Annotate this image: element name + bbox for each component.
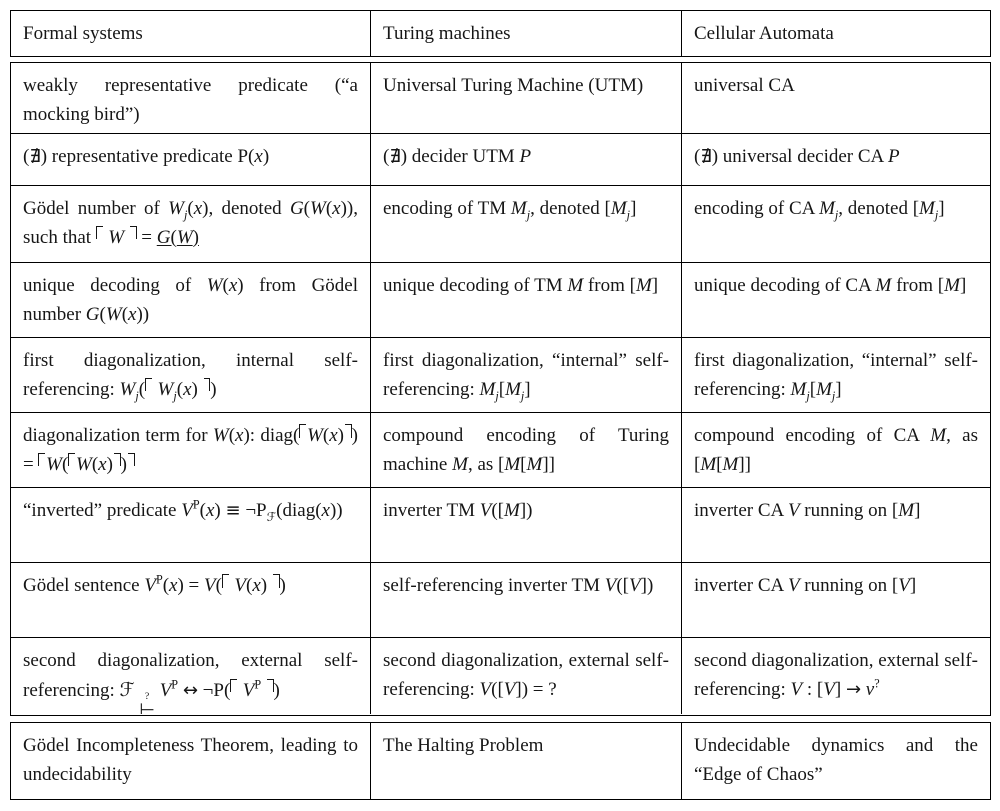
cell-cellular-automata: first diagonalization, “internal” self-r… xyxy=(682,337,990,412)
cell-formal-systems: weakly representative predicate (“a mock… xyxy=(11,63,371,133)
cell-formal-systems: Gödel number of Wj(x), denoted G(W(x)), … xyxy=(11,185,371,262)
table-row: second diagonalization, external self-re… xyxy=(11,637,990,714)
table-row: first diagonalization, internal self-ref… xyxy=(11,337,990,412)
cell-turing-machines: encoding of TM Mj, denoted [Mj] xyxy=(371,185,682,262)
cell-formal-systems: unique decoding of W(x) from Gödel numbe… xyxy=(11,262,371,337)
cell-formal-systems: diagonalization term for W(x): diag(W(x)… xyxy=(11,412,371,487)
cell-turing-machines: compound encoding of Turing machine M, a… xyxy=(371,412,682,487)
cell-cellular-automata: inverter CA V running on [M] xyxy=(682,487,990,562)
table-row: diagonalization term for W(x): diag(W(x)… xyxy=(11,412,990,487)
cell-turing-machines: (∄) decider UTM P xyxy=(371,133,682,185)
cell-formal-systems: Gödel sentence VP(x) = V( V(x) ) xyxy=(11,562,371,637)
table-body-section: weakly representative predicate (“a mock… xyxy=(10,62,991,716)
footer-row: Gödel Incompleteness Theorem, leading to… xyxy=(11,723,990,799)
cell-formal-systems: (∄) representative predicate P(x) xyxy=(11,133,371,185)
table-row: (∄) representative predicate P(x) (∄) de… xyxy=(11,133,990,185)
cell-turing-machines: first diagonalization, “internal” self-r… xyxy=(371,337,682,412)
table-row: Gödel number of Wj(x), denoted G(W(x)), … xyxy=(11,185,990,262)
header-row: Formal systems Turing machines Cellular … xyxy=(11,11,990,56)
cell-cellular-automata: universal CA xyxy=(694,75,795,96)
column-header-cellular-automata: Cellular Automata xyxy=(694,23,834,44)
cell-turing-machines: inverter TM V([M]) xyxy=(371,487,682,562)
cell-cellular-automata: inverter CA V running on [V] xyxy=(682,562,990,637)
cell-cellular-automata: (∄) universal decider CA P xyxy=(682,133,990,185)
cell-formal-systems: “inverted” predicate VP(x) ≡ ¬Pℱ(diag(x)… xyxy=(11,487,371,562)
cell-cellular-automata: unique decoding of CA M from [M] xyxy=(682,262,990,337)
table-row: Gödel sentence VP(x) = V( V(x) ) self-re… xyxy=(11,562,990,637)
cell-cellular-automata: Undecidable dynamics and the “Edge of Ch… xyxy=(694,735,978,785)
cell-turing-machines: second diagonalization, external self-re… xyxy=(371,637,682,714)
cell-cellular-automata: compound encoding of CA M, as [M[M]] xyxy=(682,412,990,487)
cell-cellular-automata: encoding of CA Mj, denoted [Mj] xyxy=(682,185,990,262)
cell-formal-systems: first diagonalization, internal self-ref… xyxy=(11,337,371,412)
table-header-section: Formal systems Turing machines Cellular … xyxy=(10,10,991,57)
table-footer-section: Gödel Incompleteness Theorem, leading to… xyxy=(10,722,991,800)
cell-formal-systems: Gödel Incompleteness Theorem, leading to… xyxy=(11,723,371,799)
column-header-turing-machines: Turing machines xyxy=(371,11,682,56)
cell-turing-machines: unique decoding of TM M from [M] xyxy=(371,262,682,337)
cell-cellular-automata: second diagonalization, external self-re… xyxy=(682,637,990,714)
table-row: weakly representative predicate (“a mock… xyxy=(11,63,990,133)
table-row: “inverted” predicate VP(x) ≡ ¬Pℱ(diag(x)… xyxy=(11,487,990,562)
cell-turing-machines: Universal Turing Machine (UTM) xyxy=(371,63,682,133)
cell-formal-systems: second diagonalization, external self-re… xyxy=(11,637,371,714)
cell-turing-machines: self-referencing inverter TM V([V]) xyxy=(371,562,682,637)
table-row: unique decoding of W(x) from Gödel numbe… xyxy=(11,262,990,337)
column-header-formal-systems: Formal systems xyxy=(11,11,371,56)
cell-turing-machines: The Halting Problem xyxy=(371,723,682,799)
